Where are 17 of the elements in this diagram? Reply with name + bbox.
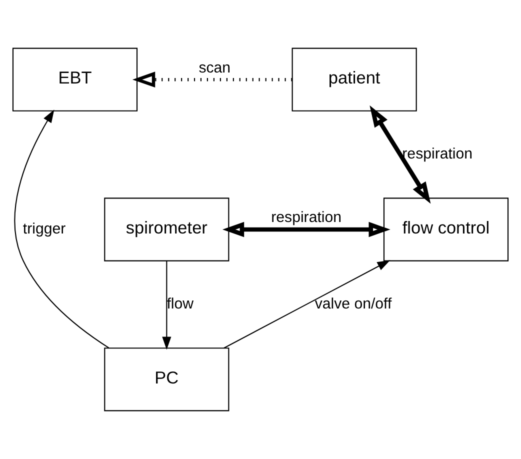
arrow: [132, 72, 292, 88]
edge-label: respiration: [402, 146, 473, 163]
arrow: [162, 260, 172, 350]
node-box: EBT: [12, 48, 138, 112]
edge-label: scan: [198, 59, 231, 76]
edge-label: respiration: [271, 209, 342, 226]
edge-label: flow: [166, 295, 194, 312]
arrow: [224, 260, 390, 349]
arrow: [222, 222, 390, 238]
edge-label: trigger: [22, 220, 66, 238]
arrow: [14, 110, 110, 348]
node-box: patient: [292, 48, 417, 112]
node-box: spirometer: [104, 198, 230, 262]
edge-label: valve on/off: [314, 295, 392, 312]
node-box: PC: [104, 348, 230, 412]
node-box: flow control: [383, 198, 509, 262]
arrow: [370, 105, 431, 204]
